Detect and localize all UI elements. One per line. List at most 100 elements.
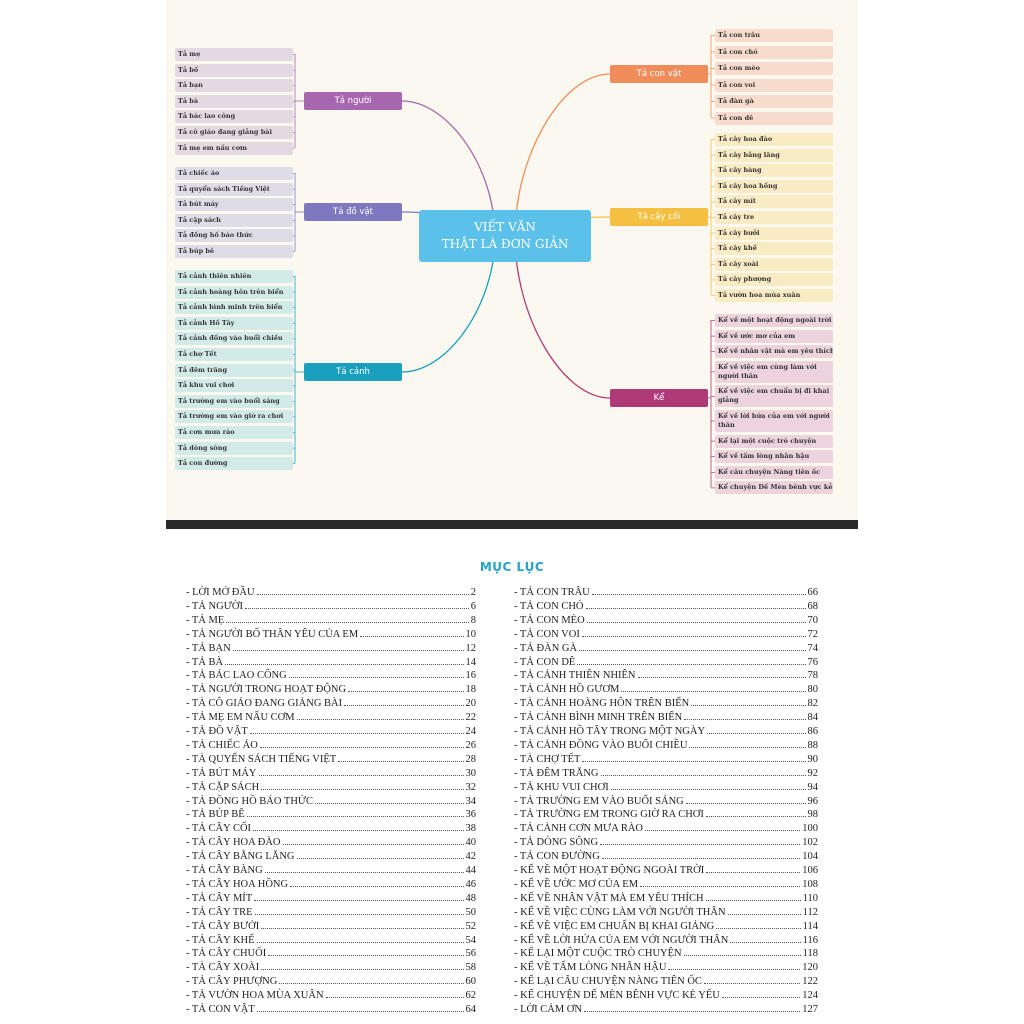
toc-leader-dots xyxy=(261,927,464,929)
toc-leader-dots xyxy=(600,774,806,776)
toc-entry-title: - TẢ CÔ GIÁO ĐANG GIẢNG BÀI xyxy=(186,698,343,710)
leaf-topic: Tả đồng hồ báo thức xyxy=(175,229,293,243)
toc-leader-dots xyxy=(684,719,806,721)
toc-entry-page: 56 xyxy=(465,948,477,960)
central-topic: VIẾT VĂN THẬT LÀ ĐƠN GIẢN xyxy=(419,210,591,262)
toc-leader-dots xyxy=(730,941,801,943)
leaf-topic: Tả cảnh đồng vào buổi chiều xyxy=(175,332,293,346)
toc-leader-dots xyxy=(707,733,806,734)
toc-entry-title: - TẢ CHIẾC ÁO xyxy=(186,739,258,751)
toc-entry-page: 32 xyxy=(465,781,477,793)
leaf-topic: Tả con dê xyxy=(715,111,833,125)
branch-2: Tả đồ vật xyxy=(304,203,402,221)
toc-entry-page: 120 xyxy=(802,962,818,974)
leaf-topic: Kể về một hoạt động ngoài trời xyxy=(715,314,833,327)
toc-entry-title: - TẢ MẸ EM NẤU CƠM xyxy=(186,712,295,724)
branch-5: Tả cây cối xyxy=(610,208,708,226)
toc-entry-title: - TẢ MẸ xyxy=(186,614,225,626)
toc-entry-page: 88 xyxy=(807,739,819,751)
toc-leader-dots xyxy=(360,635,464,637)
leaf-topic: Tả cảnh Hồ Tây xyxy=(175,316,293,330)
toc-entry-title: - TẢ CON DÊ xyxy=(514,656,576,668)
branch-connector xyxy=(514,73,611,237)
toc-entry-page: 66 xyxy=(807,587,819,598)
toc-entry-page: 86 xyxy=(807,726,819,737)
leaf-topic: Tả con trâu xyxy=(715,29,833,42)
toc-entry-page: 106 xyxy=(802,865,818,876)
central-topic-line-1: VIẾT VĂN xyxy=(474,220,536,234)
toc-leader-dots xyxy=(691,705,806,707)
toc-leader-dots xyxy=(591,594,806,595)
toc-entry-page: 92 xyxy=(807,767,819,779)
toc-entry-page: 90 xyxy=(807,753,819,765)
toc-entry-title: - TẢ CON VẬT xyxy=(186,1004,255,1015)
toc-leader-dots xyxy=(683,955,801,957)
toc-entry-title: - TẢ CÂY KHẾ xyxy=(186,934,255,946)
leaf-topic: Tả cảnh hoàng hôn trên biển xyxy=(175,285,293,299)
toc-entry-title: - TẢ KHU VUI CHƠI xyxy=(514,781,609,793)
